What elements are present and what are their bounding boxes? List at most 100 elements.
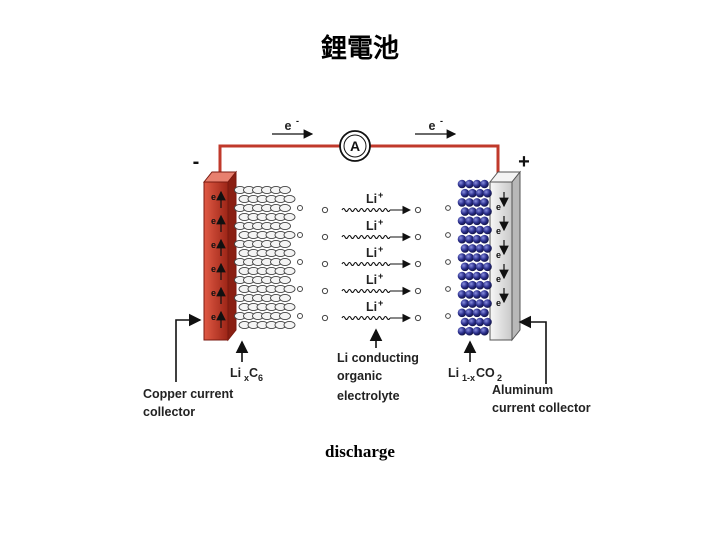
lithium-atom	[297, 232, 303, 238]
negative-terminal-sign: -	[193, 151, 200, 173]
cathode-ball	[480, 290, 489, 299]
lithium-ion	[414, 206, 422, 214]
electron-label: e	[496, 202, 501, 212]
svg-text:Copper current: Copper current	[143, 387, 234, 401]
cathode-ball	[465, 271, 474, 281]
cathode-ball	[475, 244, 485, 253]
ion-label: Li	[366, 273, 377, 287]
cathode-ball	[465, 290, 474, 299]
electron-label: e	[496, 250, 501, 260]
ion-path	[341, 261, 391, 267]
ion-charge: +	[378, 244, 383, 254]
cathode-ball	[468, 299, 477, 308]
cathode-ball	[468, 207, 477, 216]
electron-label-right: e	[429, 119, 436, 133]
svg-text:x: x	[244, 373, 249, 383]
cathode-ball	[460, 299, 470, 308]
aluminum-collector	[488, 170, 522, 342]
graphite-cell	[279, 275, 291, 285]
lithium-ion	[321, 287, 329, 295]
svg-text:current collector: current collector	[492, 401, 591, 415]
electron-charge-left: -	[296, 116, 299, 126]
lithium-ion	[321, 314, 329, 322]
ammeter-label: A	[350, 138, 360, 154]
svg-text:Li conducting: Li conducting	[337, 351, 419, 365]
cathode-ball	[483, 244, 492, 253]
lithium-ion	[414, 233, 422, 241]
cathode-ball	[460, 225, 470, 235]
external-wire	[218, 144, 500, 178]
graphite-cell	[283, 284, 296, 294]
lithium-ion	[321, 233, 329, 241]
electron-label: e	[211, 288, 216, 298]
cathode-ball	[460, 244, 470, 253]
graphite-cell	[279, 311, 291, 321]
cathode-ball	[465, 234, 474, 244]
cathode-ball	[460, 207, 470, 216]
cathode-ball	[480, 179, 489, 189]
graphite-cell	[279, 293, 291, 303]
lithium-atom	[445, 232, 451, 238]
cathode-ball	[457, 290, 467, 299]
electron-charge-right: -	[440, 116, 443, 126]
svg-text:1-x: 1-x	[462, 373, 475, 383]
cathode-ball	[472, 290, 482, 299]
electron-flow-right: e -	[415, 116, 457, 139]
lithium-atom	[297, 205, 303, 211]
electron-label: e	[211, 312, 216, 322]
cathode-ball	[472, 308, 482, 318]
cathode-ball	[468, 262, 477, 272]
ion-path	[341, 288, 391, 294]
cathode-ball	[457, 308, 467, 318]
lithium-atom	[445, 259, 451, 265]
graphite-cell	[283, 248, 296, 258]
electrolyte-label: Li conducting organic electrolyte	[337, 351, 419, 403]
cathode-ball	[472, 216, 482, 226]
graphite-cell	[283, 302, 296, 312]
cathode-ball	[457, 179, 467, 189]
cathode-ball	[468, 244, 477, 253]
ion-path	[341, 315, 391, 321]
cathode-ball	[483, 280, 492, 290]
lithium-ion	[321, 260, 329, 268]
svg-text:6: 6	[258, 373, 263, 383]
cathode-ball	[480, 234, 489, 244]
cathode-ball	[475, 280, 485, 290]
lithium-atom	[445, 313, 451, 319]
cathode-ball	[468, 280, 477, 290]
cathode-ball	[483, 207, 492, 216]
ion-charge: +	[378, 190, 383, 200]
cathode-ball	[480, 271, 489, 281]
electron-label-left: e	[285, 119, 292, 133]
cathode-ball	[457, 326, 467, 336]
electron-label: e	[211, 216, 216, 226]
cathode-ball	[465, 179, 474, 189]
cathode-ball	[457, 271, 467, 281]
svg-text:2: 2	[497, 373, 502, 383]
caption: discharge	[325, 442, 395, 461]
graphite-cell	[283, 266, 296, 276]
ion-path	[341, 234, 391, 240]
graphite-cell	[283, 212, 296, 222]
svg-text:C: C	[249, 366, 258, 380]
cathode-ball	[480, 216, 489, 226]
cathode-ball	[468, 317, 477, 327]
cathode-ball	[465, 326, 474, 336]
cathode-ball	[465, 216, 474, 226]
cathode-ball	[457, 198, 467, 207]
svg-text:electrolyte: electrolyte	[337, 389, 400, 403]
svg-text:Li: Li	[448, 366, 459, 380]
ammeter-icon: A	[339, 130, 371, 162]
cathode-ball	[460, 262, 470, 272]
electron-label: e	[211, 264, 216, 274]
label-arrows	[175, 313, 547, 384]
lithium-atom	[297, 313, 303, 319]
ion-label: Li	[366, 246, 377, 260]
lithium-atom	[445, 205, 451, 211]
positive-terminal-sign: +	[518, 151, 530, 173]
cathode-ball	[457, 234, 467, 244]
electron-label: e	[211, 240, 216, 250]
cathode-label: Li 1-x CO 2	[448, 366, 502, 383]
